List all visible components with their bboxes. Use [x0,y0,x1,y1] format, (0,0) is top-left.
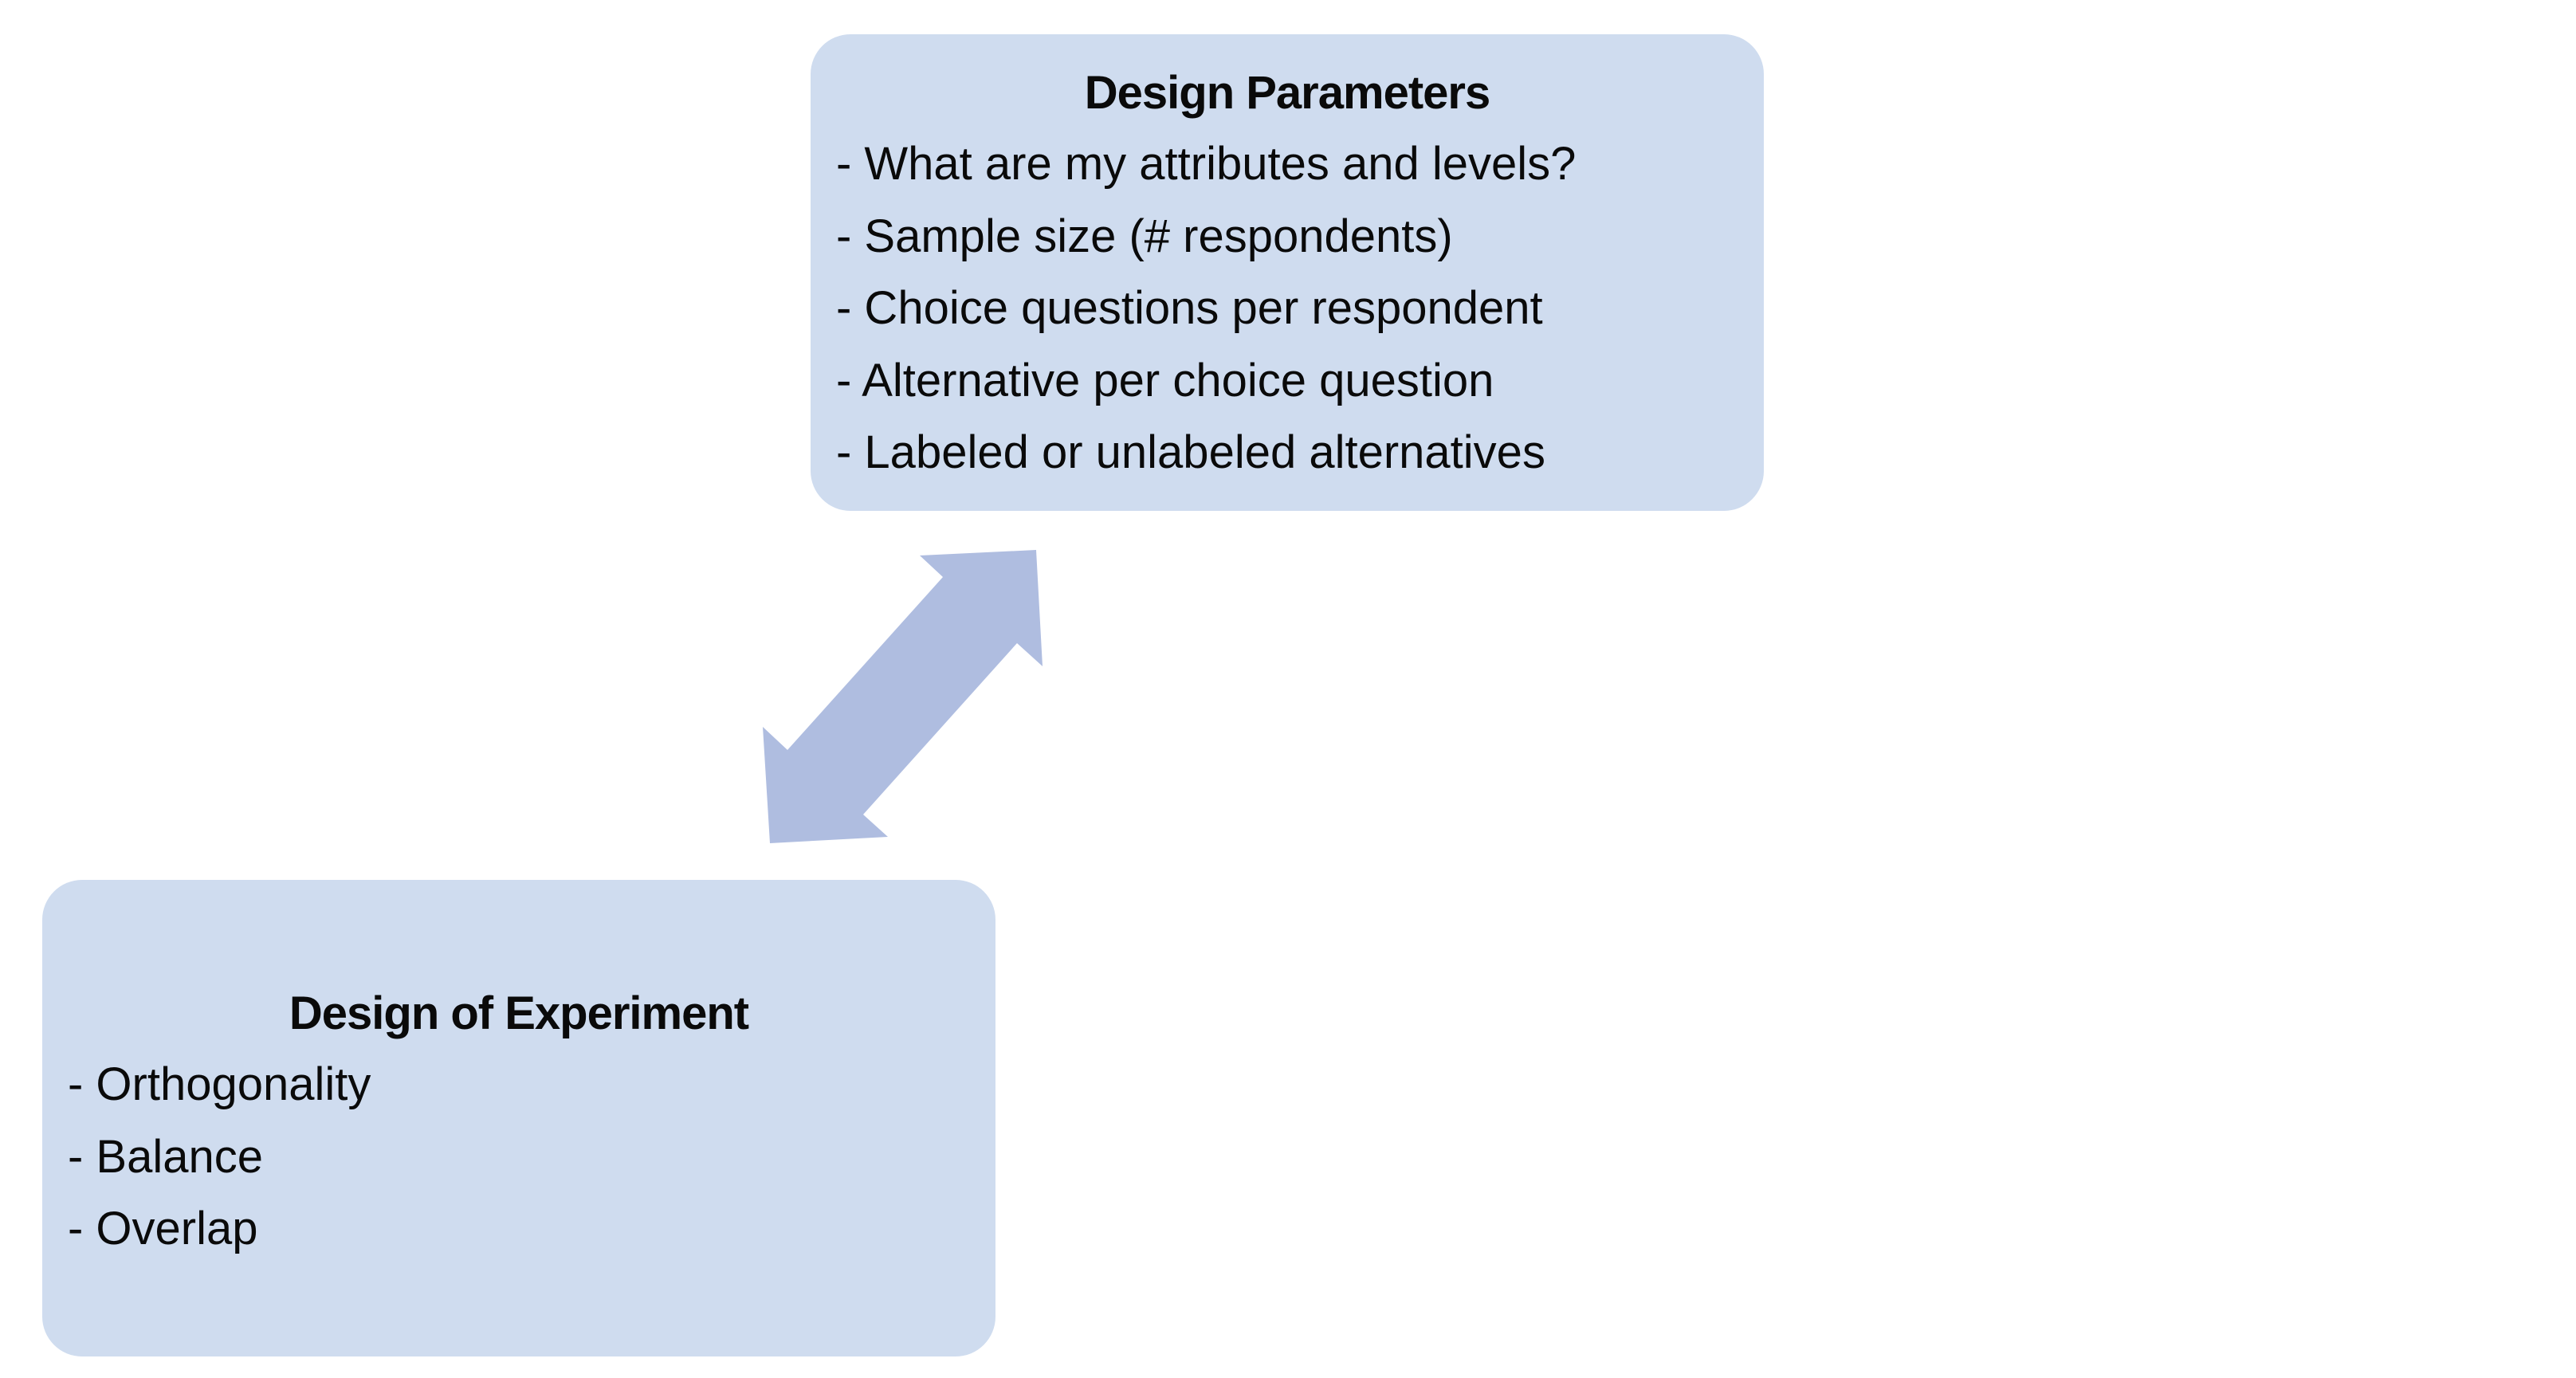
design-parameters-item: - What are my attributes and levels? [836,138,1577,190]
design-parameters-item: - Choice questions per respondent [836,282,1543,334]
design-of-experiment-list: - Orthogonality - Balance - Overlap [68,1049,995,1266]
design-parameters-item: - Labeled or unlabeled alternatives [836,426,1545,478]
design-parameters-list: - What are my attributes and levels? - S… [836,128,1764,489]
design-parameters-item: - Sample size (# respondents) [836,210,1453,262]
bidirectional-arrow-shape [763,550,1043,843]
design-of-experiment-item: - Orthogonality [68,1058,371,1110]
design-of-experiment-item: - Balance [68,1130,264,1183]
design-of-experiment-item: - Overlap [68,1203,258,1254]
design-parameters-title: Design Parameters [1084,67,1490,119]
design-of-experiment-box: Design of Experiment - Orthogonality - B… [42,880,995,1356]
design-parameters-item: - Alternative per choice question [836,354,1494,406]
design-of-experiment-title: Design of Experiment [289,987,749,1039]
design-parameters-box: Design Parameters - What are my attribut… [811,34,1764,511]
